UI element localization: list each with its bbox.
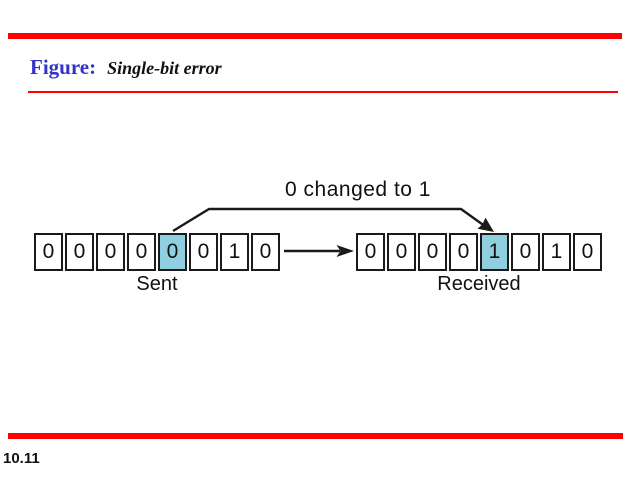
bit-cell: 0 xyxy=(449,233,478,271)
figure-label: Figure: xyxy=(30,55,97,79)
sent-label: Sent xyxy=(136,273,178,295)
bottom-accent-bar xyxy=(8,433,623,439)
received-label: Received xyxy=(437,273,521,295)
bit-cell-highlighted: 0 xyxy=(158,233,187,271)
bit-cell: 0 xyxy=(96,233,125,271)
bit-cell: 0 xyxy=(511,233,540,271)
bit-cell: 0 xyxy=(34,233,63,271)
top-accent-bar xyxy=(8,33,622,39)
bit-cell: 0 xyxy=(251,233,280,271)
annotation-arrow xyxy=(172,207,494,233)
bit-cell: 0 xyxy=(356,233,385,271)
bit-cell: 0 xyxy=(573,233,602,271)
bit-cell: 0 xyxy=(127,233,156,271)
bit-cell: 0 xyxy=(189,233,218,271)
bit-change-annotation: 0 changed to 1 xyxy=(285,178,431,201)
bit-cell: 0 xyxy=(387,233,416,271)
header-divider-line xyxy=(28,91,618,93)
figure-header: Figure: Single-bit error xyxy=(30,55,222,80)
figure-title: Single-bit error xyxy=(107,58,222,78)
bit-cell: 0 xyxy=(418,233,447,271)
bit-cell: 1 xyxy=(542,233,571,271)
page-number: 10.11 xyxy=(3,450,40,467)
bit-cell-highlighted: 1 xyxy=(480,233,509,271)
transfer-arrow xyxy=(284,245,354,257)
bit-cell: 0 xyxy=(65,233,94,271)
bit-cell: 1 xyxy=(220,233,249,271)
